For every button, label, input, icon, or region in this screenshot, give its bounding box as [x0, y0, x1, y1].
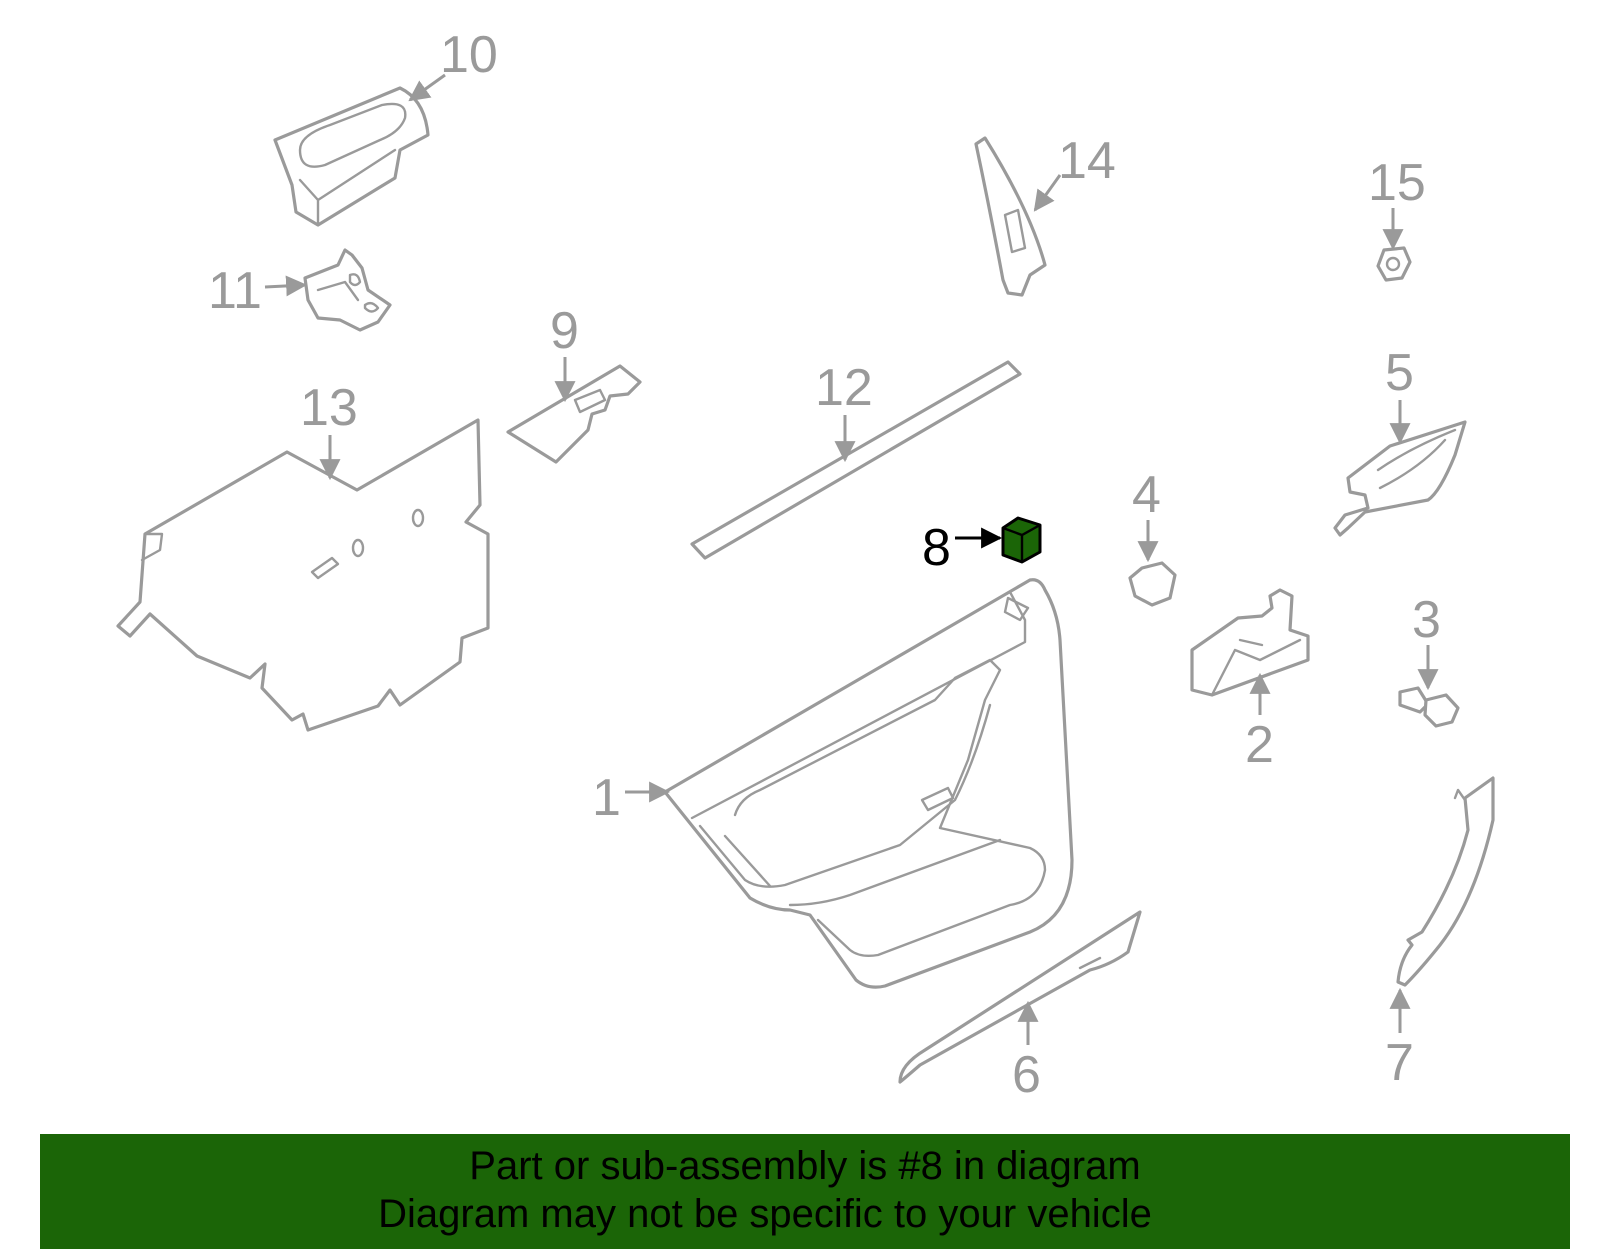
part-15-nut [1376, 246, 1412, 282]
callout-arrows [264, 73, 1439, 1045]
callout-15: 15 [1368, 154, 1426, 212]
callout-labels: 10 11 9 13 12 14 15 5 4 3 2 1 6 7 8 [208, 26, 1441, 1104]
part-1-door-trim-panel [663, 578, 1074, 989]
part-6-lower-molding [898, 910, 1142, 1084]
callout-10: 10 [440, 26, 498, 84]
part-14-pillar-trim [974, 136, 1047, 297]
callout-5: 5 [1385, 344, 1414, 402]
callout-7: 7 [1385, 1034, 1414, 1092]
part-7-grab-trim [1396, 776, 1495, 987]
part-5-inner-handle [1333, 420, 1467, 537]
footer-part-note: Part or sub-assembly is #8 in diagram [469, 1144, 1141, 1188]
part-8-clip [1001, 516, 1042, 564]
part-9-switch-panel [506, 364, 642, 464]
callout-1: 1 [592, 769, 621, 827]
callout-9: 9 [550, 302, 579, 360]
part-4-grommet [1128, 561, 1177, 607]
callout-3: 3 [1412, 591, 1441, 649]
part-12-weatherstrip [690, 360, 1022, 560]
part-13-water-shield [116, 418, 490, 732]
callout-8-highlighted: 8 [922, 519, 951, 577]
part-2-bracket [1190, 588, 1310, 697]
callout-14: 14 [1058, 132, 1116, 190]
part-11-bracket [303, 248, 392, 332]
callout-13: 13 [300, 379, 358, 437]
callout-11: 11 [208, 262, 262, 320]
callout-6: 6 [1012, 1046, 1041, 1104]
part-10-armrest-cover [273, 86, 430, 227]
part-3-screw [1398, 686, 1460, 728]
callout-12: 12 [815, 359, 873, 417]
footer-banner: Part or sub-assembly is #8 in diagram Di… [40, 1134, 1570, 1249]
callout-4: 4 [1132, 466, 1161, 524]
callout-2: 2 [1245, 716, 1274, 774]
footer-disclaimer: Diagram may not be specific to your vehi… [378, 1192, 1152, 1236]
